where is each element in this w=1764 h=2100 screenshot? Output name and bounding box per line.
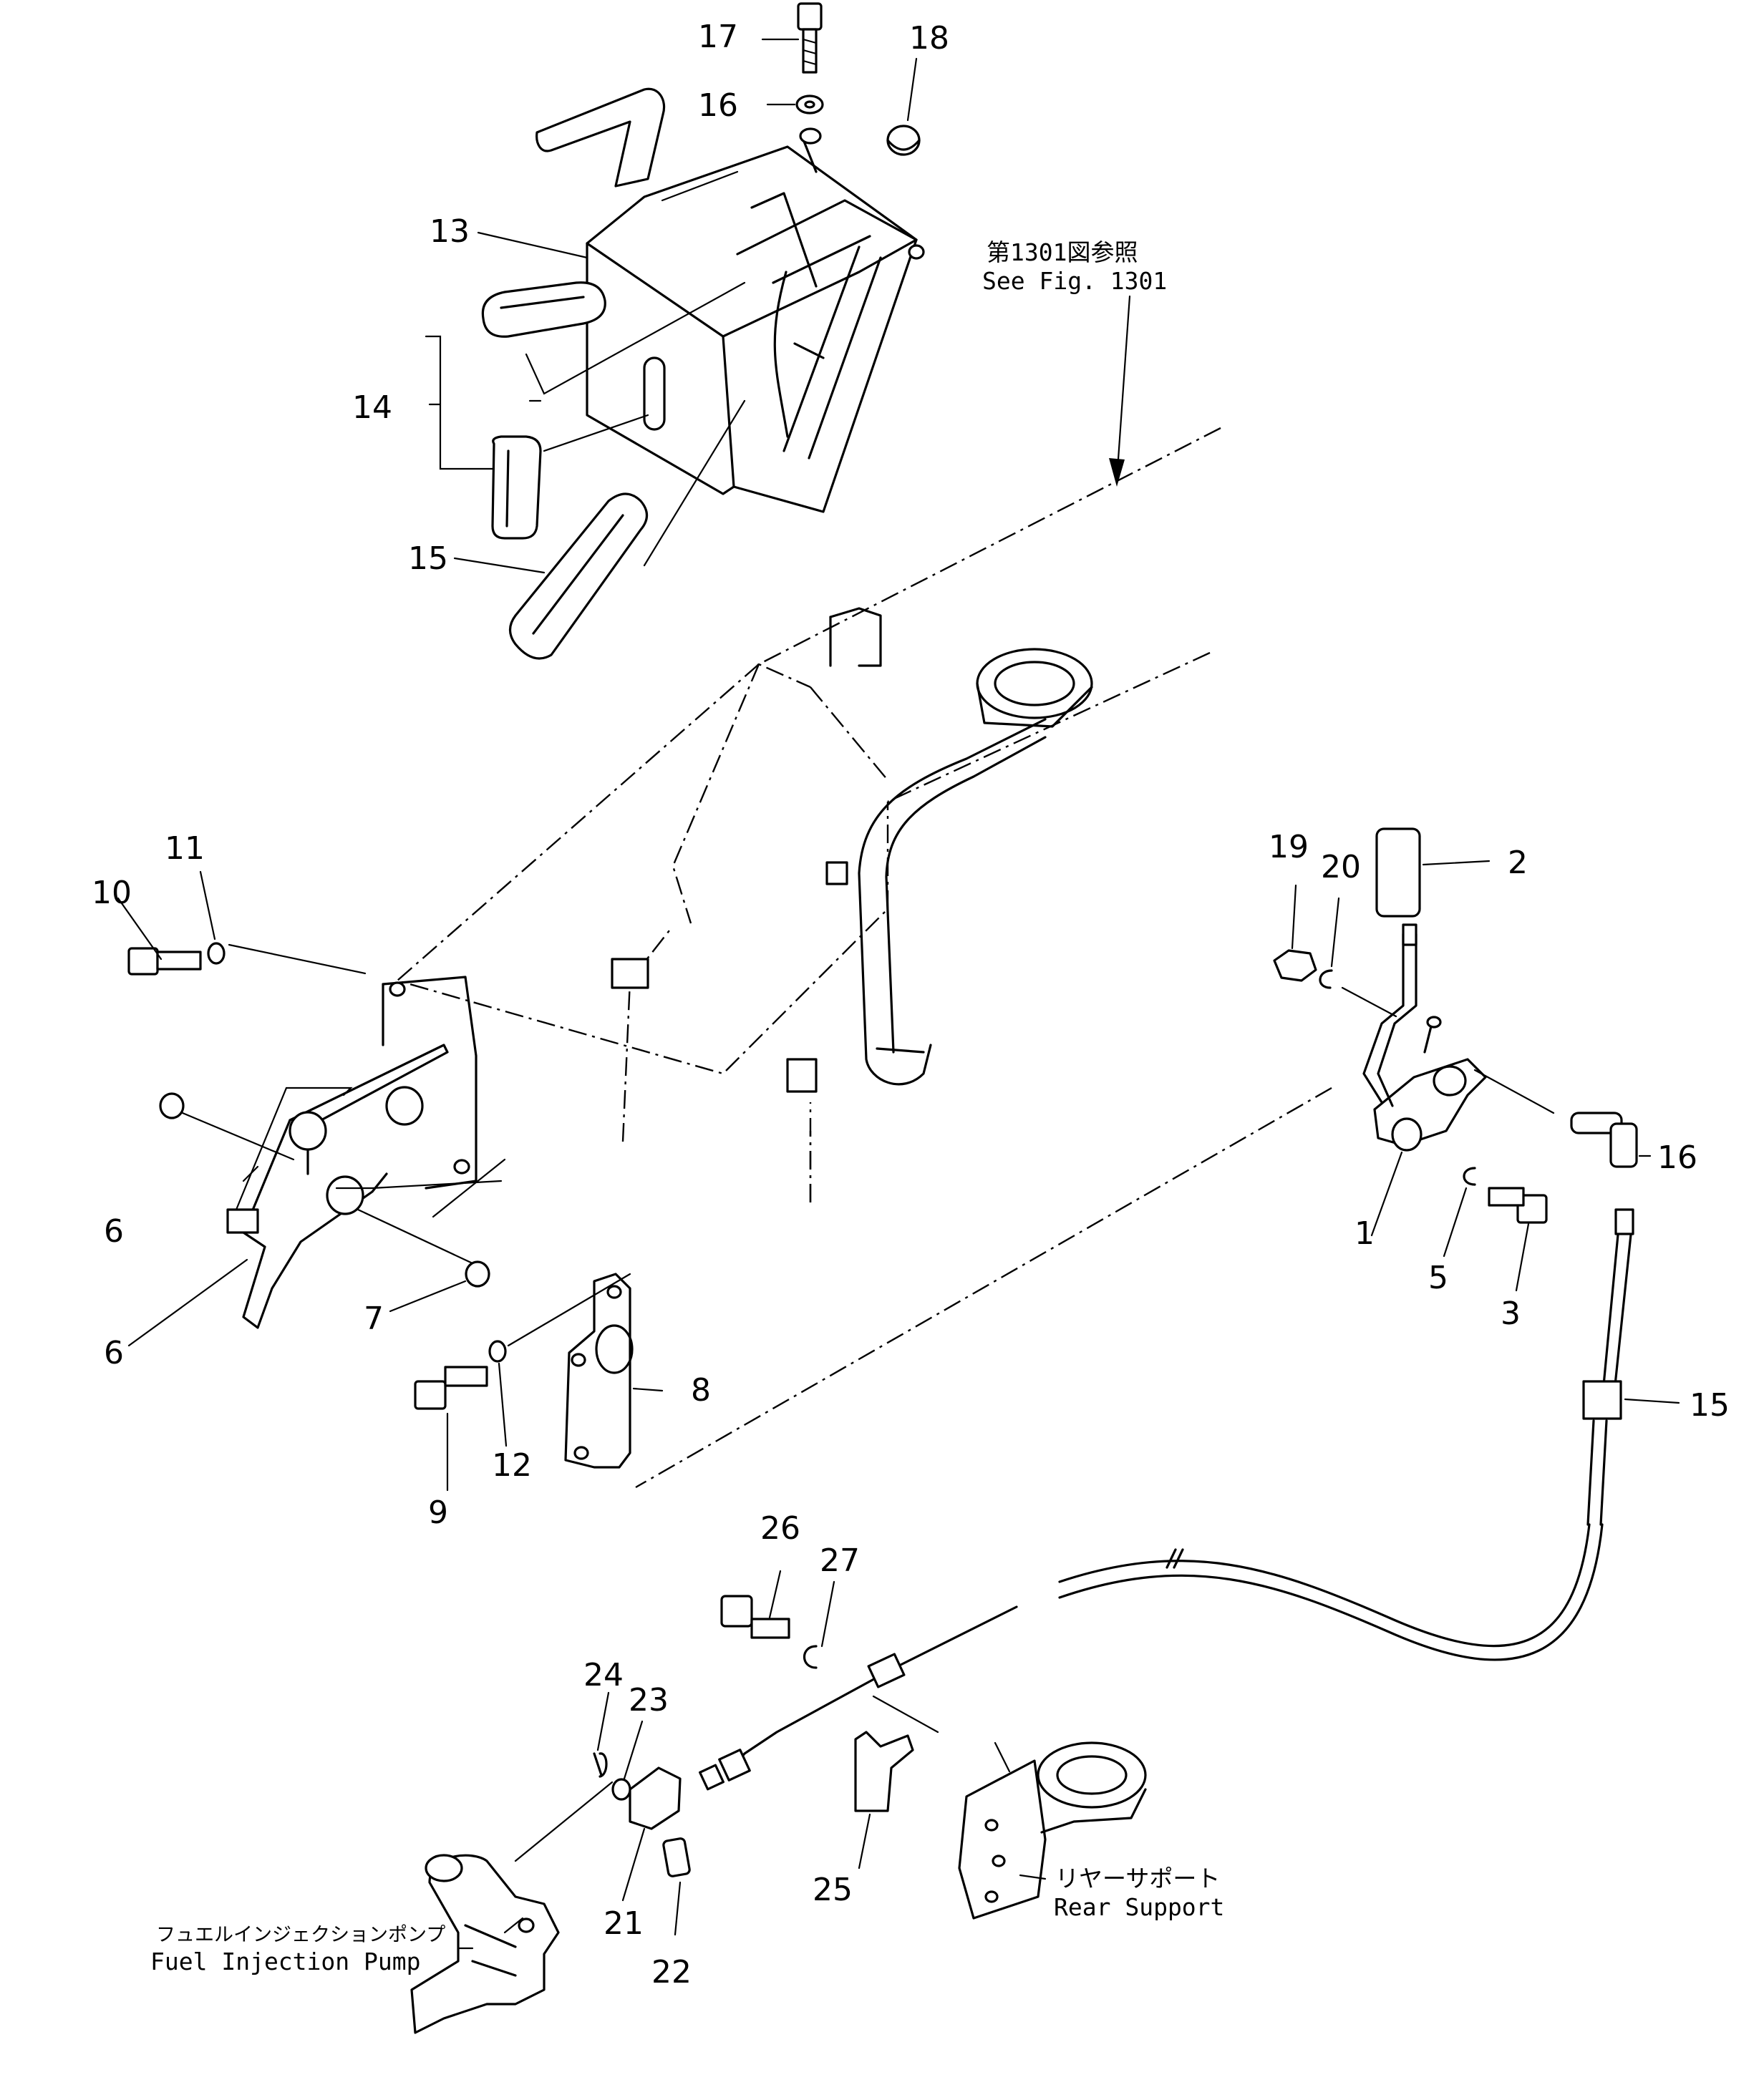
- knob-2: [1375, 827, 1421, 918]
- bolt-14: [797, 2, 823, 74]
- callout-25: 25: [813, 1872, 853, 1908]
- grommet-12-lower: [491, 435, 542, 540]
- fuel-pump-en: Fuel Injection Pump: [150, 1948, 421, 1975]
- callout-1: 1: [1354, 1215, 1375, 1252]
- callout-12: 14: [352, 389, 392, 426]
- callout-17: 15: [1690, 1387, 1730, 1424]
- fig-ref-en: See Fig. 1301: [982, 267, 1167, 295]
- fig-ref-jp: 第1301図参照: [987, 238, 1138, 266]
- callout-numbers: 17 16 18 13 14 15 11 10 6 6 7 8 12 9 19 …: [92, 19, 1730, 1990]
- callout-14: 17: [698, 19, 738, 55]
- rear-support-en: Rear Support: [1054, 1893, 1224, 1921]
- callout-13: 15: [408, 540, 448, 577]
- fuel-injection-pump: [410, 1854, 560, 2034]
- callout-6-left: 6: [104, 1213, 124, 1250]
- washer-10-lower: [488, 1340, 507, 1363]
- callout-8: 9: [428, 1494, 448, 1531]
- grommet-12-upper: [481, 281, 606, 338]
- callout-18: 16: [1657, 1139, 1697, 1176]
- callout-24: 24: [583, 1657, 624, 1693]
- reference-captions: 第1301図参照 See Fig. 1301 リヤーサポート Rear Supp…: [150, 238, 1224, 1975]
- clip-20: [1319, 969, 1333, 989]
- callout-26: 26: [760, 1510, 800, 1547]
- plate-7: [564, 1273, 634, 1469]
- bolt-3: [1488, 1187, 1548, 1224]
- callout-23: 23: [629, 1682, 669, 1719]
- callout-20: 20: [1321, 849, 1361, 885]
- bolt-8: [414, 1366, 488, 1410]
- callout-5: 6: [104, 1335, 124, 1371]
- grommet-13: [508, 492, 649, 660]
- callout-9: 10: [92, 875, 132, 911]
- callout-21: 21: [604, 1905, 644, 1942]
- callout-11: 13: [430, 213, 470, 250]
- cap-16: [886, 125, 921, 156]
- cable-17: [699, 1208, 1634, 1791]
- leader-lines: [117, 38, 1680, 1950]
- washer-10-upper: [207, 942, 226, 965]
- washer-15-hole: [804, 100, 815, 109]
- callout-10-upper: 11: [165, 830, 205, 867]
- fuel-pump-jp: フュエルインジェクションポンプ: [156, 1924, 445, 1946]
- rear-support-jp: リヤーサポート: [1055, 1865, 1220, 1892]
- fig-ref-arrow: [1109, 295, 1131, 487]
- callout-4: 5: [1428, 1260, 1448, 1296]
- bolt-9: [127, 947, 202, 976]
- callout-7: 8: [691, 1372, 711, 1409]
- callout-3: 3: [1501, 1296, 1521, 1332]
- callout-27: 27: [820, 1542, 860, 1579]
- nut-19: [1273, 949, 1317, 982]
- callout-10-lower: 12: [492, 1447, 532, 1484]
- bolt-26: [720, 1595, 790, 1639]
- frame-rail: [611, 607, 1093, 1093]
- pin-22: [662, 1837, 691, 1877]
- callout-19: 19: [1269, 829, 1309, 865]
- clip-27: [803, 1645, 818, 1669]
- callout-15: 16: [698, 87, 738, 124]
- washer-23: [611, 1778, 631, 1801]
- block-21: [629, 1766, 682, 1830]
- cover-box-11: [536, 87, 925, 513]
- lever-assembly-1: [1362, 923, 1487, 1152]
- joint-18: [1570, 1112, 1638, 1168]
- callout-22: 22: [651, 1954, 692, 1990]
- pin-24: [593, 1752, 608, 1778]
- clip-4: [1463, 1167, 1476, 1186]
- rear-support: [958, 1741, 1147, 1920]
- callout-16: 18: [909, 20, 949, 57]
- bracket-25: [854, 1695, 939, 1812]
- pedal-bracket-5: [159, 976, 506, 1329]
- callout-6-right: 7: [364, 1301, 384, 1337]
- callout-2: 2: [1508, 845, 1528, 881]
